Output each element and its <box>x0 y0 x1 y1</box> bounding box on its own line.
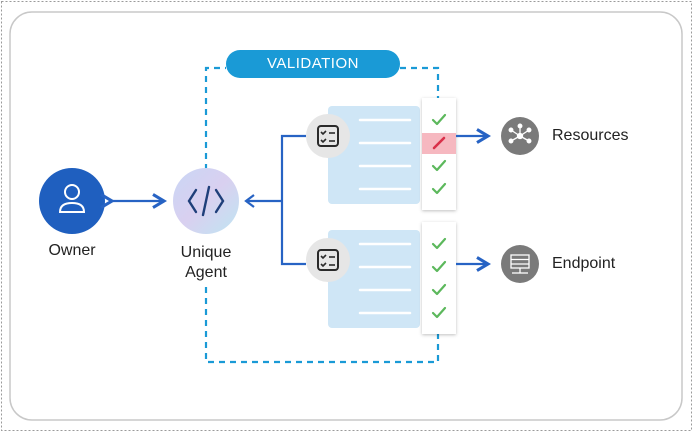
validation-loop <box>204 66 440 364</box>
server-icon <box>510 254 530 274</box>
check-mark-icon <box>431 306 447 319</box>
checklist-1-checks <box>422 113 456 195</box>
agent-label-line2: Agent <box>185 264 227 281</box>
check-mark-icon <box>431 159 447 172</box>
checklist-1-badge <box>306 114 350 158</box>
agent-label-line1: Unique <box>180 244 232 261</box>
user-icon <box>58 184 86 213</box>
owner-label: Owner <box>48 242 96 259</box>
panel <box>9 11 683 421</box>
checklist-icon <box>317 249 339 271</box>
owner-node[interactable] <box>39 168 105 234</box>
check-mark-icon <box>431 113 447 126</box>
validation-badge: VALIDATION <box>226 50 400 78</box>
check-mark-icon <box>431 283 447 296</box>
check-mark-icon <box>431 260 447 273</box>
fail-mark-icon <box>432 136 446 150</box>
branch-connector <box>246 134 306 266</box>
checklist-2-badge <box>306 238 350 282</box>
resources-label: Resources <box>552 127 629 144</box>
endpoint-label: Endpoint <box>552 255 616 272</box>
check-mark-icon <box>431 237 447 250</box>
code-brackets-icon <box>187 185 225 217</box>
network-nodes-icon <box>508 123 532 144</box>
checklist-icon <box>317 125 339 147</box>
check-mark-icon <box>431 182 447 195</box>
agent-arrow-head <box>244 194 255 208</box>
checklist-2-checks <box>431 237 447 319</box>
